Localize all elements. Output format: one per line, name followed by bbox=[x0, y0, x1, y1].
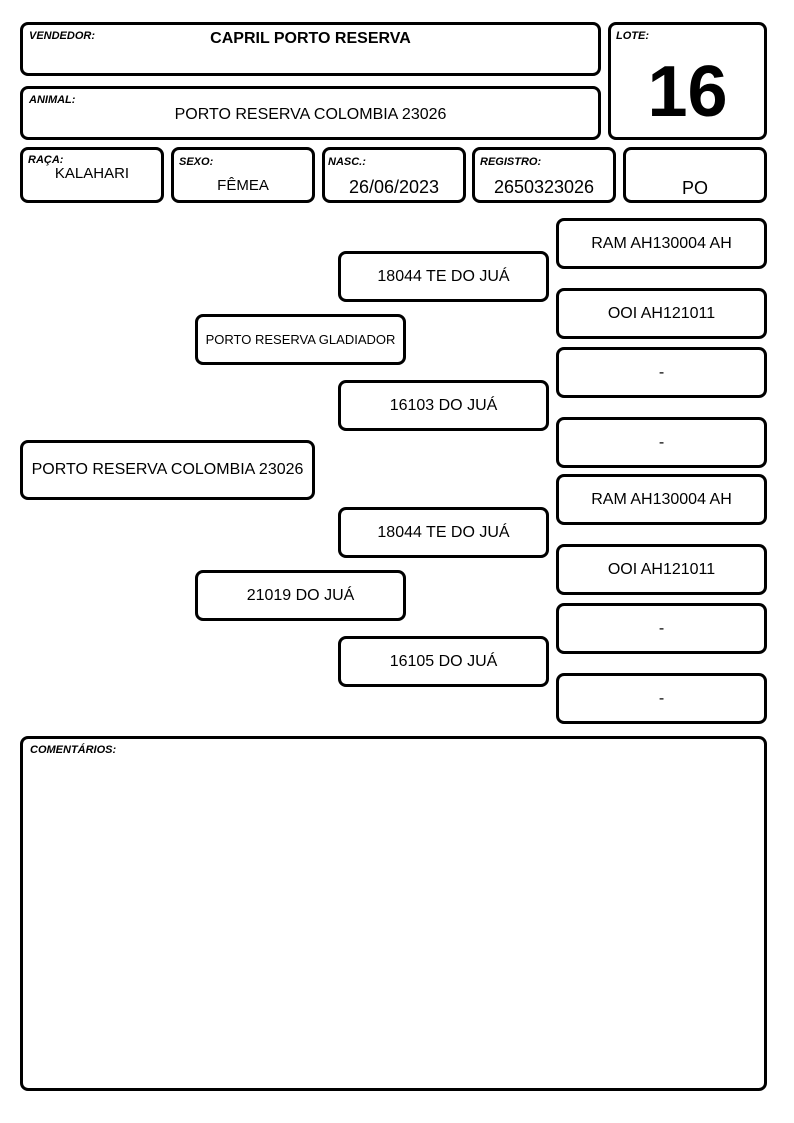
comments-label: COMENTÁRIOS: bbox=[30, 744, 117, 756]
lote-box: LOTE: 16 bbox=[608, 22, 767, 140]
animal-box: ANIMAL: PORTO RESERVA COLOMBIA 23026 bbox=[20, 86, 601, 140]
comments-box[interactable]: COMENTÁRIOS: bbox=[20, 736, 767, 1091]
lote-label: LOTE: bbox=[616, 30, 649, 42]
pedigree-ggp-8: - bbox=[556, 673, 767, 724]
raca-label: RAÇA: bbox=[28, 154, 64, 166]
pedigree-dam-sire: 18044 TE DO JUÁ bbox=[338, 507, 549, 558]
categoria-box: PO bbox=[623, 147, 767, 203]
vendedor-value: CAPRIL PORTO RESERVA bbox=[210, 30, 411, 47]
categoria-value: PO bbox=[681, 178, 708, 198]
pedigree-sire-sire: 18044 TE DO JUÁ bbox=[338, 251, 549, 302]
pedigree-sire: PORTO RESERVA GLADIADOR bbox=[195, 314, 406, 365]
pedigree-ggp-7: - bbox=[556, 603, 767, 654]
nasc-value: 26/06/2023 bbox=[348, 177, 440, 197]
pedigree-dam: 21019 DO JUÁ bbox=[195, 570, 406, 621]
pedigree-ggp-3: - bbox=[556, 347, 767, 398]
sexo-box: SEXO: FÊMEA bbox=[171, 147, 315, 203]
pedigree-ggp-2: OOI AH121011 bbox=[556, 288, 767, 339]
nasc-label: NASC.: bbox=[328, 156, 366, 168]
pedigree-ggp-4: - bbox=[556, 417, 767, 468]
pedigree-sire-dam: 16103 DO JUÁ bbox=[338, 380, 549, 431]
raca-value: KALAHARI bbox=[54, 165, 130, 182]
sexo-label: SEXO: bbox=[179, 156, 214, 168]
registro-label: REGISTRO: bbox=[480, 156, 542, 168]
pedigree-animal: PORTO RESERVA COLOMBIA 23026 bbox=[20, 440, 315, 500]
lote-number: 16 bbox=[647, 52, 728, 132]
pedigree-ggp-5: RAM AH130004 AH bbox=[556, 474, 767, 525]
registro-box: REGISTRO: 2650323026 bbox=[472, 147, 616, 203]
nasc-box: NASC.: 26/06/2023 bbox=[322, 147, 466, 203]
pedigree-ggp-1: RAM AH130004 AH bbox=[556, 218, 767, 269]
animal-value: PORTO RESERVA COLOMBIA 23026 bbox=[174, 106, 447, 123]
vendedor-box: VENDEDOR: CAPRIL PORTO RESERVA bbox=[20, 22, 601, 76]
pedigree-ggp-6: OOI AH121011 bbox=[556, 544, 767, 595]
vendedor-label: VENDEDOR: bbox=[29, 30, 96, 42]
sexo-value: FÊMEA bbox=[217, 177, 269, 194]
raca-box: RAÇA: KALAHARI bbox=[20, 147, 164, 203]
pedigree-dam-dam: 16105 DO JUÁ bbox=[338, 636, 549, 687]
animal-label: ANIMAL: bbox=[29, 94, 76, 106]
registro-value: 2650323026 bbox=[493, 177, 595, 197]
